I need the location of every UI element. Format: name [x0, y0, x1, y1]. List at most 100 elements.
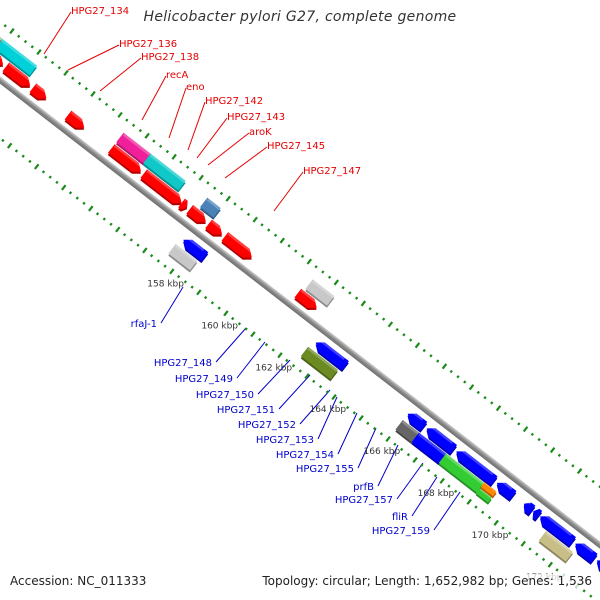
ruler-major-tick	[493, 519, 499, 526]
reverse-gene[interactable]	[411, 432, 447, 466]
ruler-minor-tick	[420, 463, 424, 467]
gene-body[interactable]	[438, 453, 484, 493]
gene-label[interactable]: HPG27_153	[256, 435, 314, 446]
gene-body[interactable]	[2, 62, 34, 90]
forward-gene[interactable]	[115, 132, 151, 166]
reverse-gene[interactable]	[529, 507, 543, 522]
reverse-gene[interactable]	[571, 539, 599, 565]
gene-body[interactable]	[168, 244, 198, 271]
reverse-gene[interactable]	[438, 453, 485, 495]
reverse-gene[interactable]	[422, 424, 458, 456]
gene-body[interactable]	[116, 132, 151, 164]
forward-gene[interactable]	[0, 11, 38, 78]
gene-body[interactable]	[453, 447, 498, 486]
reverse-gene[interactable]	[403, 409, 428, 433]
gene-body[interactable]	[143, 153, 186, 191]
gene-label[interactable]: HPG27_148	[154, 358, 212, 369]
forward-gene[interactable]	[293, 288, 321, 315]
gene-body[interactable]	[0, 11, 38, 76]
forward-gene[interactable]	[0, 52, 7, 71]
gene-highlight	[35, 84, 46, 93]
gene-body[interactable]	[572, 539, 598, 563]
reverse-gene[interactable]	[536, 512, 577, 548]
gene-label[interactable]: HPG27_134	[71, 6, 129, 17]
gene-body[interactable]	[64, 110, 88, 132]
gene-body[interactable]	[294, 288, 320, 312]
ruler-minor-tick	[44, 55, 48, 59]
gene-body[interactable]	[186, 204, 209, 226]
gene-label[interactable]: HPG27_159	[372, 526, 430, 537]
gene-body[interactable]	[178, 198, 190, 212]
gene-body[interactable]	[199, 197, 221, 218]
gene-body[interactable]	[180, 235, 209, 261]
reverse-gene[interactable]	[538, 531, 574, 564]
gene-body[interactable]	[312, 338, 349, 370]
ruler-minor-tick	[111, 107, 115, 112]
reverse-gene[interactable]	[519, 499, 536, 517]
forward-gene[interactable]	[28, 83, 50, 104]
forward-gene[interactable]	[304, 279, 335, 308]
gene-label[interactable]: aroK	[249, 127, 272, 138]
forward-gene[interactable]	[142, 153, 187, 193]
gene-label[interactable]: prfB	[353, 482, 374, 493]
forward-gene[interactable]	[1, 62, 34, 92]
gene-label[interactable]: HPG27_143	[227, 112, 285, 123]
gene-highlight	[192, 205, 206, 217]
reverse-gene[interactable]	[492, 478, 517, 502]
gene-body[interactable]	[305, 279, 335, 306]
gene-body[interactable]	[530, 507, 543, 520]
gene-body[interactable]	[221, 232, 255, 262]
reverse-gene[interactable]	[179, 235, 209, 264]
gene-label[interactable]: HPG27_145	[267, 141, 325, 152]
gene-label[interactable]: eno	[186, 82, 205, 93]
gene-label[interactable]: fliR	[392, 512, 408, 523]
forward-gene[interactable]	[107, 144, 146, 178]
gene-body[interactable]	[205, 219, 225, 239]
gene-body[interactable]	[29, 83, 50, 102]
reverse-gene[interactable]	[300, 346, 339, 382]
gene-label[interactable]: HPG27_147	[303, 166, 361, 177]
gene-label[interactable]: HPG27_138	[141, 52, 199, 63]
gene-body[interactable]	[480, 482, 497, 497]
gene-body[interactable]	[411, 432, 447, 464]
forward-gene[interactable]	[204, 219, 226, 241]
gene-body[interactable]	[521, 499, 536, 515]
reverse-gene[interactable]	[452, 447, 499, 488]
gene-label[interactable]: HPG27_142	[205, 96, 263, 107]
gene-body[interactable]	[404, 409, 428, 431]
gene-label[interactable]: HPG27_149	[175, 374, 233, 385]
reverse-gene[interactable]	[311, 338, 350, 373]
gene-body[interactable]	[107, 144, 144, 176]
reverse-gene[interactable]	[394, 420, 420, 445]
gene-body[interactable]	[537, 512, 576, 546]
gene-label[interactable]: HPG27_155	[296, 464, 354, 475]
gene-body[interactable]	[423, 424, 458, 454]
gene-body[interactable]	[395, 420, 420, 443]
reverse-gene[interactable]	[475, 488, 493, 505]
gene-body[interactable]	[140, 169, 185, 207]
forward-gene[interactable]	[199, 197, 222, 220]
gene-label[interactable]: HPG27_154	[276, 450, 334, 461]
gene-label[interactable]: HPG27_152	[238, 420, 296, 431]
gene-body[interactable]	[494, 478, 517, 500]
forward-gene[interactable]	[220, 232, 256, 264]
gene-label[interactable]: recA	[166, 70, 189, 81]
gene-highlight	[499, 479, 513, 490]
gene-label[interactable]: rfaJ-1	[131, 319, 157, 330]
forward-gene[interactable]	[185, 204, 210, 228]
ruler-minor-tick	[186, 165, 190, 169]
gene-label[interactable]: HPG27_151	[217, 405, 275, 416]
reverse-gene[interactable]	[480, 482, 498, 499]
forward-gene[interactable]	[139, 169, 186, 209]
reverse-gene[interactable]	[167, 244, 198, 273]
gene-label[interactable]: HPG27_136	[119, 39, 177, 50]
gene-label[interactable]: HPG27_150	[196, 390, 254, 401]
gene-body[interactable]	[475, 488, 492, 503]
ruler-minor-tick	[138, 128, 142, 133]
gene-body[interactable]	[300, 346, 338, 380]
forward-gene[interactable]	[64, 110, 89, 134]
gene-label[interactable]: HPG27_157	[335, 495, 393, 506]
forward-gene[interactable]	[177, 198, 191, 214]
gene-body[interactable]	[538, 531, 574, 562]
